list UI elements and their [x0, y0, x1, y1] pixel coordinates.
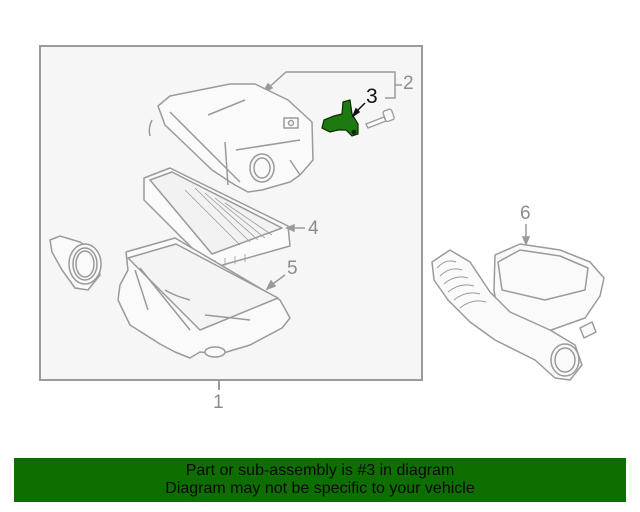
inlet-duct-drawing	[49, 235, 102, 291]
banner-line-part-number: Part or sub-assembly is #3 in diagram	[185, 462, 455, 479]
callout-label-6[interactable]: 6	[520, 203, 531, 224]
banner-line-disclaimer: Diagram may not be specific to your vehi…	[165, 480, 475, 497]
intake-hose-drawing	[431, 243, 605, 381]
parts-diagram: 1 2 3 4 5 6	[39, 45, 605, 413]
callout-label-3[interactable]: 3	[366, 85, 378, 108]
air-cleaner-housing-drawing	[117, 237, 291, 359]
part-info-banner: Part or sub-assembly is #3 in diagram Di…	[14, 458, 626, 502]
callout-label-2[interactable]: 2	[403, 73, 414, 94]
air-cleaner-cover-drawing	[148, 83, 314, 193]
bolt-drawing	[365, 108, 395, 129]
callout-label-1[interactable]: 1	[213, 392, 224, 413]
air-filter-drawing	[143, 167, 291, 269]
callout-label-4[interactable]: 4	[308, 218, 319, 239]
callout-label-5[interactable]: 5	[287, 258, 298, 279]
